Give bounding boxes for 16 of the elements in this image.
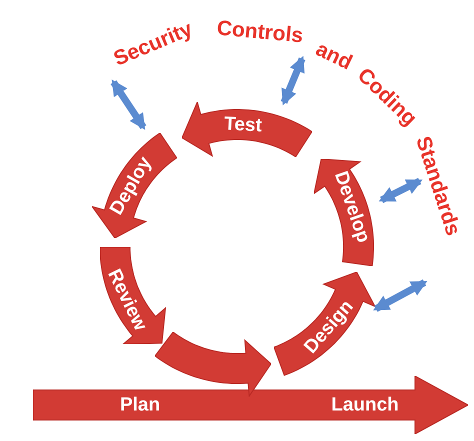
straight-arrow [33,376,468,434]
curved-band [274,272,375,376]
curved-band [154,332,271,397]
double-arrow [280,56,306,106]
curved-band [92,133,178,238]
curved-band [100,247,166,344]
phase-label: Launch [331,396,399,414]
phase-label: Plan [120,396,160,414]
double-arrow [378,178,423,204]
title-word: Controls [216,17,304,46]
curved-band [182,102,312,158]
double-arrow [110,80,146,130]
phase-label: Test [224,114,263,136]
title-word: and [312,38,356,74]
curved-band [314,159,374,266]
double-arrow [373,279,428,312]
